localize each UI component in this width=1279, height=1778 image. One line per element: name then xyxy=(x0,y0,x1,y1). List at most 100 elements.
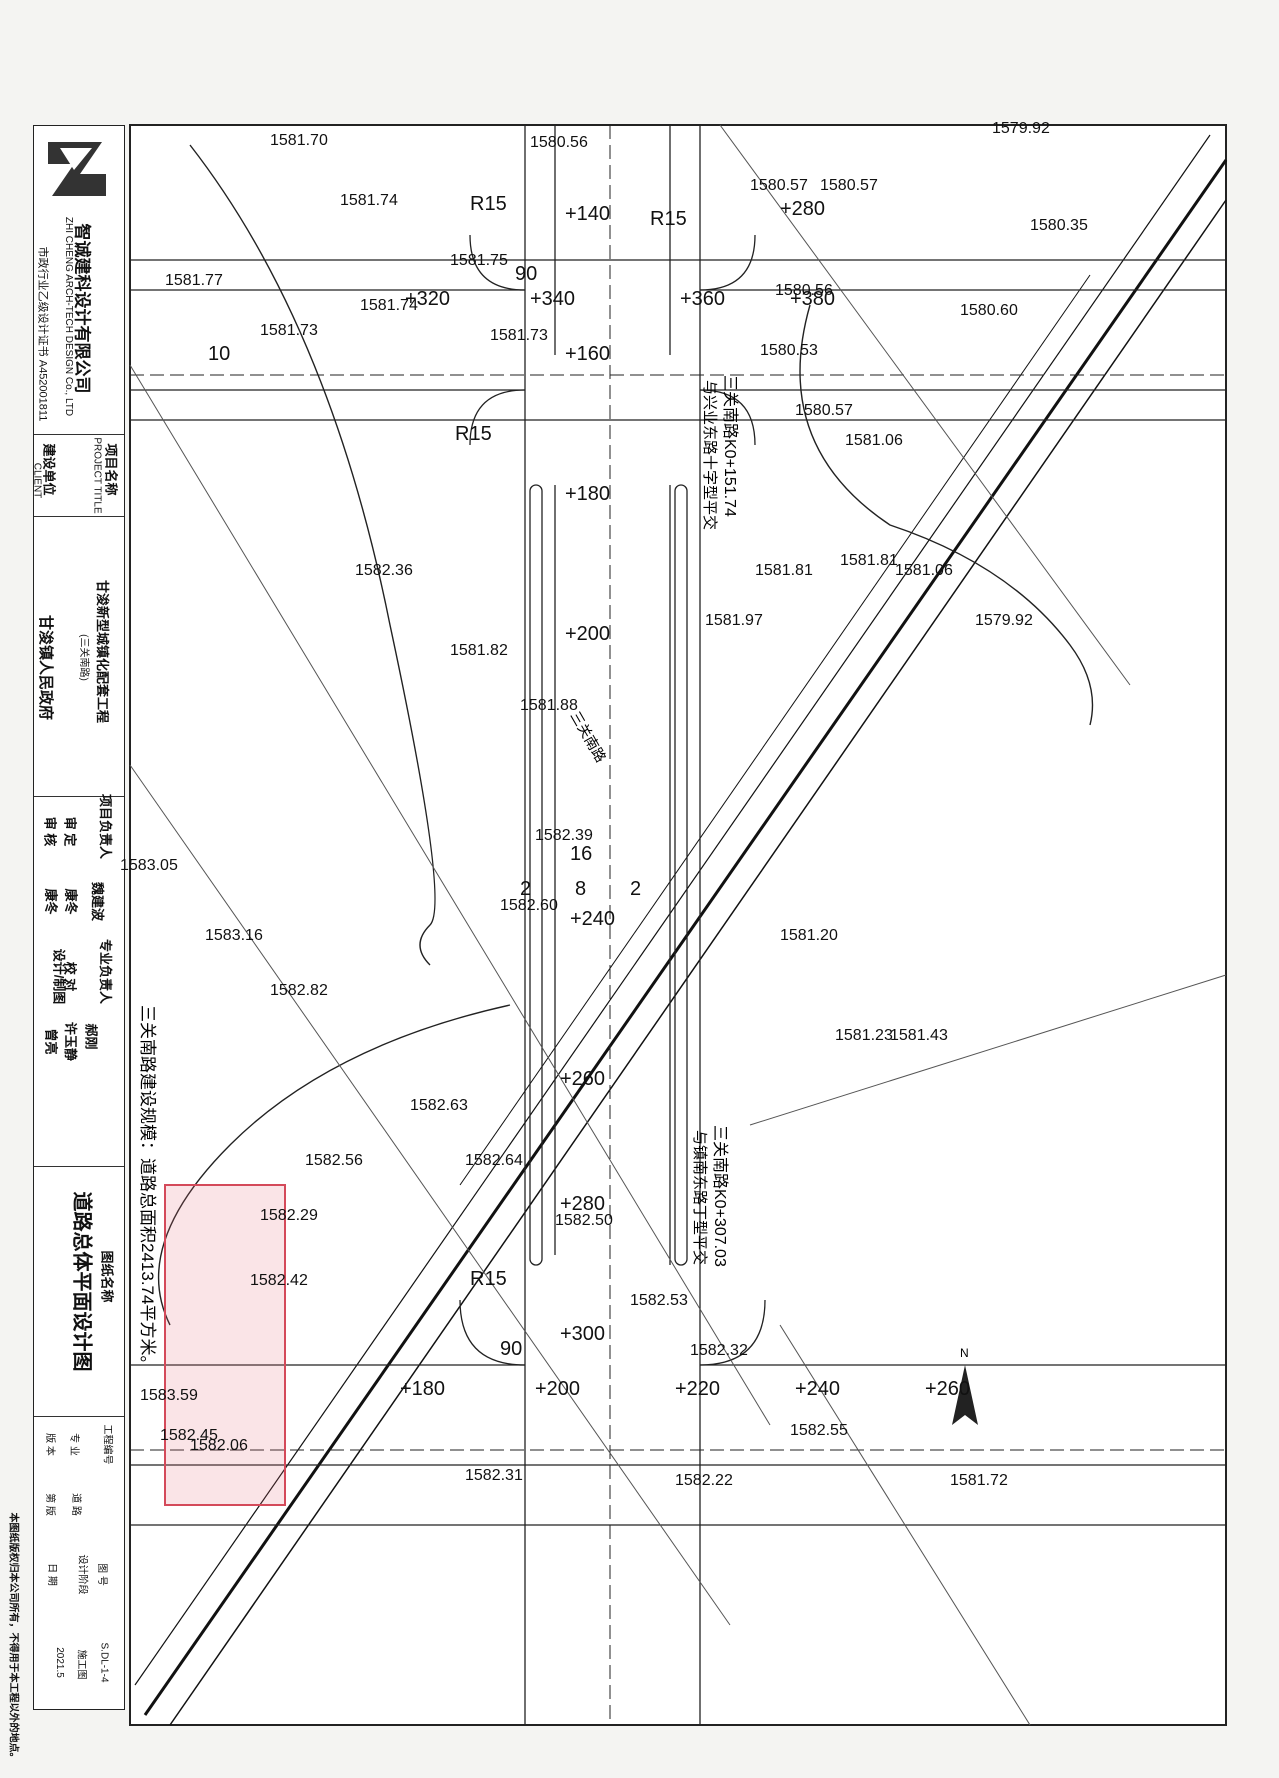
elevation-label-41: 1583.59 xyxy=(140,1387,198,1404)
client-name: 甘浚镇人民政府 xyxy=(37,614,55,721)
client-label: 建设单位 xyxy=(41,443,57,496)
elevation-label-39: 1582.53 xyxy=(630,1292,688,1309)
elevation-label-29: 1581.20 xyxy=(780,927,838,944)
station-labels: +140+160+180+200+240+260+280+300+320+340… xyxy=(400,198,970,1400)
elevation-label-19: 1581.81 xyxy=(840,552,898,569)
project-label-cell: 项目名称 PROJECT TITLE 建设单位 CLIENT xyxy=(31,434,124,516)
station-label-6: +280 xyxy=(560,1193,605,1215)
grid-lines xyxy=(129,124,1227,1726)
company-name: 智诚建科设计有限公司 xyxy=(72,223,92,394)
main-road-vertical xyxy=(524,125,701,1725)
elevation-label-43: 1582.06 xyxy=(190,1437,248,1454)
sign-name-3: 郝刚 xyxy=(83,1023,99,1050)
elevation-label-34: 1582.56 xyxy=(305,1152,363,1169)
sign-role-2: 审 核 xyxy=(42,816,58,847)
drawing-frame xyxy=(129,124,1227,1726)
sign-role-1: 审 定 xyxy=(62,816,78,847)
elevation-label-9: 1581.74 xyxy=(360,297,418,314)
width-label-1: 16 xyxy=(570,843,592,865)
intersection-2-line2: 与镇南东路丁型平交 xyxy=(691,1130,709,1265)
elevation-label-32: 1581.43 xyxy=(890,1027,948,1044)
title-block: 智诚建科设计有限公司 ZHI CHENG ARCH-TECH DESIGN Co… xyxy=(31,125,125,1710)
radius-label-2: R15 xyxy=(455,423,492,445)
width-label-2: 8 xyxy=(575,878,586,900)
sign-name-1: 康冬 xyxy=(63,888,79,915)
elevation-label-33: 1582.63 xyxy=(410,1097,468,1114)
elevation-label-21: 1579.92 xyxy=(975,612,1033,629)
project-label: 项目名称 xyxy=(103,443,119,496)
elevation-label-38: 1582.42 xyxy=(250,1272,308,1289)
elevation-label-37: 1582.50 xyxy=(555,1212,613,1229)
station-label-12: +280 xyxy=(780,198,825,220)
radius-label-4: 90 xyxy=(515,263,537,285)
station-label-14: +220 xyxy=(675,1378,720,1400)
boundary-curves xyxy=(157,144,1094,1326)
station-label-5: +260 xyxy=(560,1068,605,1090)
elevation-label-1: 1580.56 xyxy=(530,134,588,151)
elevation-label-16: 1581.06 xyxy=(845,432,903,449)
company-logo xyxy=(40,134,114,204)
width-label-0: 10 xyxy=(208,343,230,365)
elevation-label-46: 1582.55 xyxy=(790,1422,848,1439)
station-label-3: +200 xyxy=(565,623,610,645)
station-label-11: +380 xyxy=(790,288,835,310)
project-title: 甘浚新型城镇化配套工程 xyxy=(95,579,111,724)
elevation-label-10: 1581.73 xyxy=(260,322,318,339)
elevation-label-11: 1581.73 xyxy=(490,327,548,344)
bottom-cross-road xyxy=(130,1299,1226,1526)
elevation-label-31: 1581.23 xyxy=(835,1027,893,1044)
station-label-0: +140 xyxy=(565,203,610,225)
station-label-13: +200 xyxy=(535,1378,580,1400)
scale-title: 三关南路建设规模：道路总面积2413.74平方米。 xyxy=(138,1005,157,1372)
sign-name-4: 许玉静 xyxy=(63,1021,79,1062)
elevation-label-36: 1582.29 xyxy=(260,1207,318,1224)
signature-table: 项目负责人 魏建波 审 定 康冬 审 核 康冬 专业负责人 郝刚 校 对 许玉静… xyxy=(34,794,124,1076)
north-arrow: N xyxy=(952,1346,978,1425)
elevation-label-30: 1582.82 xyxy=(270,982,328,999)
elevation-label-2: 1579.92 xyxy=(992,120,1050,137)
meta-value-5: 2021.5 xyxy=(53,1647,65,1678)
meta-label-0: 工程编号 xyxy=(101,1424,113,1465)
width-label-4: 2 xyxy=(630,878,641,900)
radius-label-1: R15 xyxy=(650,208,687,230)
elevation-label-28: 1583.16 xyxy=(205,927,263,944)
elevation-label-13: 1580.60 xyxy=(960,302,1018,319)
station-label-17: +180 xyxy=(400,1378,445,1400)
station-label-16: +260 xyxy=(925,1378,970,1400)
elevation-label-4: 1580.57 xyxy=(750,177,808,194)
intersection-1-line2: 与兴业东路十字型平交 xyxy=(701,380,719,530)
drawing-title: 道路总体平面设计图 xyxy=(70,1191,93,1372)
elevation-labels: 1581.70 1580.56 1579.92 1581.74 1580.57 1580.… xyxy=(120,120,1088,1489)
elevation-label-12: 1580.56 xyxy=(775,282,833,299)
elevation-label-18: 1582.36 xyxy=(355,562,413,579)
elevation-label-17: 1581.81 xyxy=(755,562,813,579)
elevation-label-47: 1581.72 xyxy=(950,1472,1008,1489)
elevation-label-15: 1580.57 xyxy=(795,402,853,419)
meta-value-1: S.DL-1-4 xyxy=(98,1642,110,1683)
meta-label-4: 版 本 xyxy=(43,1433,55,1456)
elevation-label-14: 1580.53 xyxy=(760,342,818,359)
meta-label-2: 专 业 xyxy=(67,1433,79,1456)
sign-name-0: 魏建波 xyxy=(90,881,106,922)
elevation-label-42: 1582.45 xyxy=(160,1427,218,1444)
intersection-2-line1: 三关南路K0+307.03 xyxy=(711,1125,729,1267)
diagonal-road xyxy=(134,134,1228,1726)
client-label-en: CLIENT xyxy=(31,462,43,499)
elevation-label-20: 1581.06 xyxy=(895,562,953,579)
elevation-label-27: 1582.60 xyxy=(500,897,558,914)
elevation-label-40: 1582.32 xyxy=(690,1342,748,1359)
top-cross-road xyxy=(130,234,1226,446)
elevation-label-24: 1581.88 xyxy=(520,697,578,714)
elevation-label-0: 1581.70 xyxy=(270,132,328,149)
radius-label-0: R15 xyxy=(470,193,507,215)
elevation-label-6: 1580.35 xyxy=(1030,217,1088,234)
elevation-label-23: 1581.97 xyxy=(705,612,763,629)
project-title-cell: 甘浚新型城镇化配套工程 (三关南路) 甘浚镇人民政府 xyxy=(34,516,124,796)
meta-label-1: 图 号 xyxy=(95,1563,107,1586)
meta-value-4: 第 版 xyxy=(43,1493,55,1516)
meta-label-5: 日 期 xyxy=(45,1563,57,1586)
station-label-1: +160 xyxy=(565,343,610,365)
elevation-label-5: 1580.57 xyxy=(820,177,878,194)
sign-name-5: 曾亮 xyxy=(43,1028,59,1055)
